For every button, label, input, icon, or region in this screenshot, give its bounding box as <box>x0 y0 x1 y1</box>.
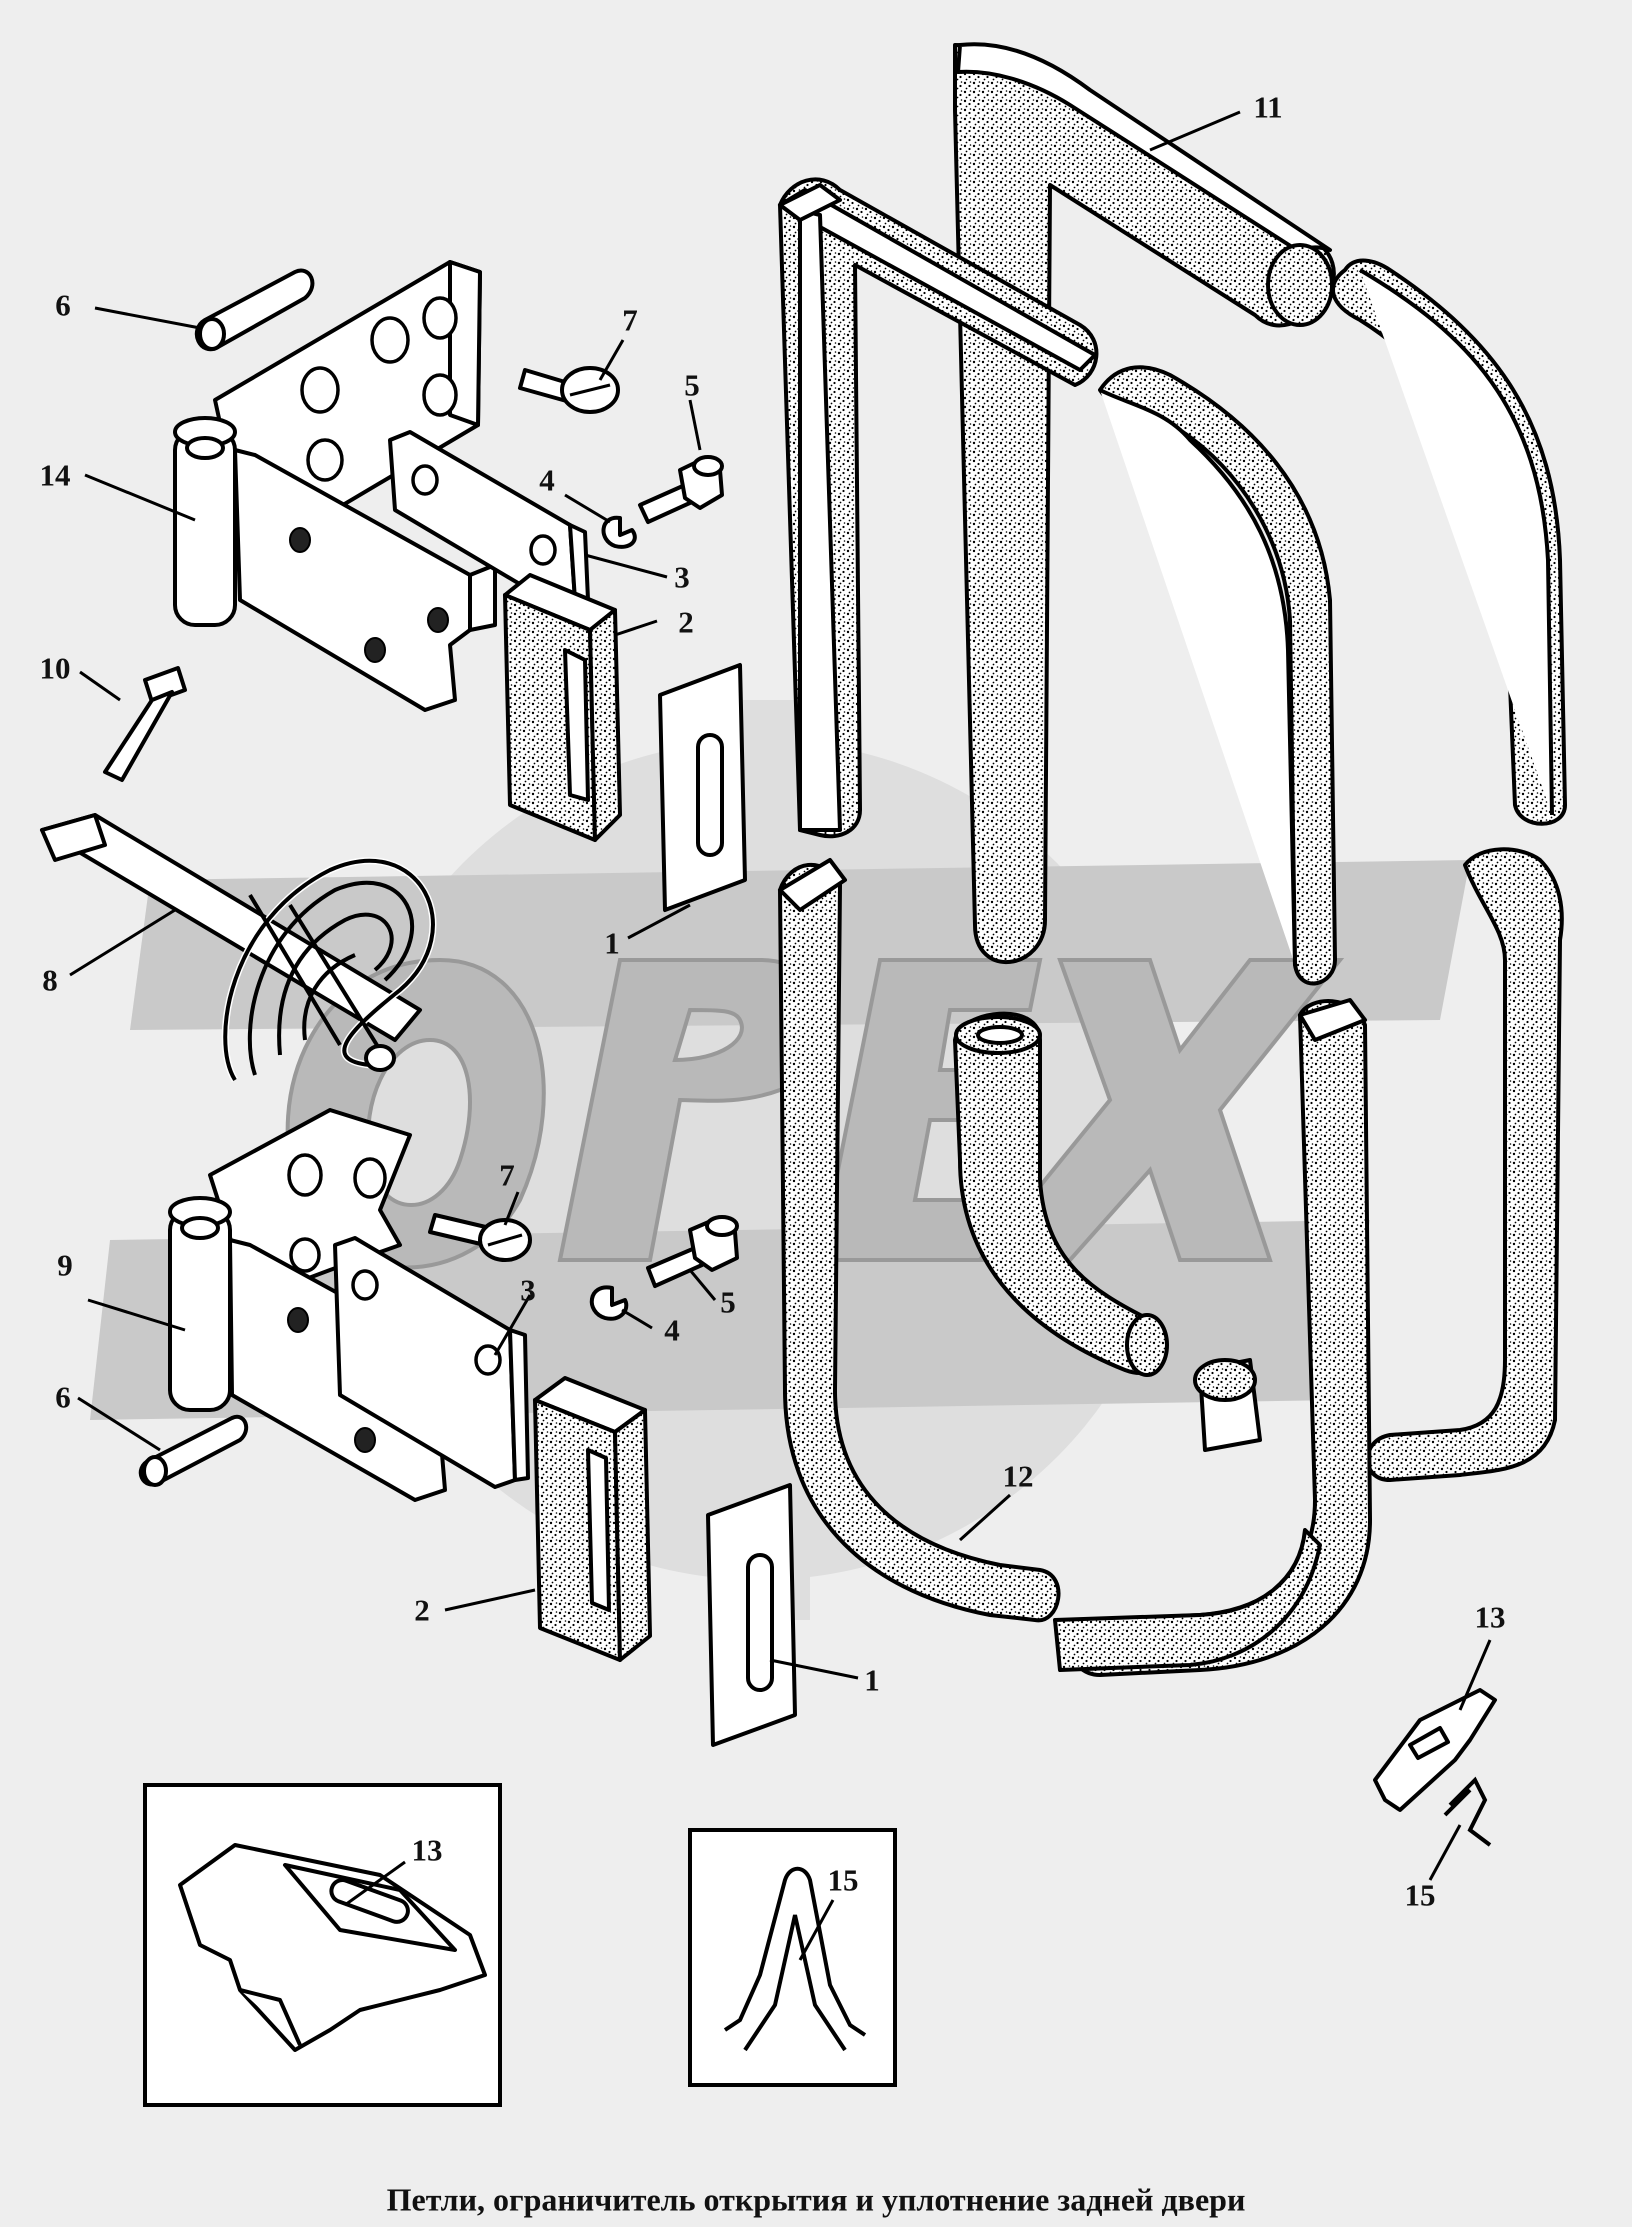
callout-2-upper: 2 <box>678 604 694 640</box>
callout-3-lower: 3 <box>520 1272 536 1308</box>
spacer-plate-part-3-lower <box>333 1236 530 1489</box>
hinge-pin-part-6-lower <box>138 1414 249 1487</box>
callout-7-upper: 7 <box>622 302 638 338</box>
callout-11: 11 <box>1253 89 1283 125</box>
callout-1-lower: 1 <box>864 1662 880 1698</box>
callout-2-lower: 2 <box>414 1592 430 1628</box>
spring-part-15-small <box>1443 1776 1492 1847</box>
clip-part-13-small <box>1373 1688 1497 1812</box>
callout-5-upper: 5 <box>684 367 700 403</box>
leader-lines <box>69 110 1492 1961</box>
callout-4-lower: 4 <box>664 1312 680 1348</box>
callout-4-upper: 4 <box>539 462 555 498</box>
hinge-part-14 <box>173 416 497 712</box>
seal-segment-right <box>1331 258 1567 826</box>
screw-part-7-lower <box>428 1213 532 1262</box>
seal-part-11-left <box>778 177 1099 839</box>
callout-15-right: 15 <box>1404 1877 1436 1913</box>
screw-part-7-upper <box>518 366 620 414</box>
lock-washer-part-4-upper <box>601 515 637 549</box>
inset-clip-13 <box>143 1783 502 2107</box>
callout-13-inset: 13 <box>411 1832 443 1868</box>
callout-6-upper: 6 <box>55 287 71 323</box>
lower-hinge-assembly <box>138 1108 797 1747</box>
spacer-plate-part-3-upper <box>388 430 590 607</box>
door-seals <box>778 42 1567 1677</box>
lock-washer-part-4-lower <box>589 1285 629 1321</box>
bolt-part-5-upper <box>638 455 724 524</box>
upper-hinge-assembly <box>103 260 747 912</box>
callout-12: 12 <box>1002 1458 1034 1494</box>
foam-block-part-2-upper <box>503 573 622 842</box>
door-check-part-8 <box>40 813 437 1082</box>
seal-segment-lower-right <box>1365 847 1564 1482</box>
callout-3-upper: 3 <box>674 559 690 595</box>
plate-part-1-upper <box>658 663 747 912</box>
callout-6-lower: 6 <box>55 1379 71 1415</box>
callout-9: 9 <box>57 1247 73 1283</box>
diagram-caption: Петли, ограничитель открытия и уплотнени… <box>386 2181 1246 2218</box>
watermark-logo-opex <box>285 957 1345 1270</box>
inset-spring-15 <box>688 1828 897 2087</box>
callout-14: 14 <box>39 457 71 493</box>
bolt-part-5-lower <box>646 1215 739 1288</box>
plate-part-1-lower <box>706 1483 797 1747</box>
callout-10: 10 <box>39 650 71 686</box>
callout-5-lower: 5 <box>720 1284 736 1320</box>
callout-8: 8 <box>42 962 58 998</box>
foam-block-part-2-lower <box>533 1376 652 1662</box>
callout-7-lower: 7 <box>499 1157 515 1193</box>
callout-13-right: 13 <box>1474 1599 1506 1635</box>
hinge-pin-part-6-upper <box>194 268 315 352</box>
callout-1-upper: 1 <box>604 925 620 961</box>
bolt-part-10 <box>103 666 187 782</box>
callout-15-inset: 15 <box>827 1862 859 1898</box>
